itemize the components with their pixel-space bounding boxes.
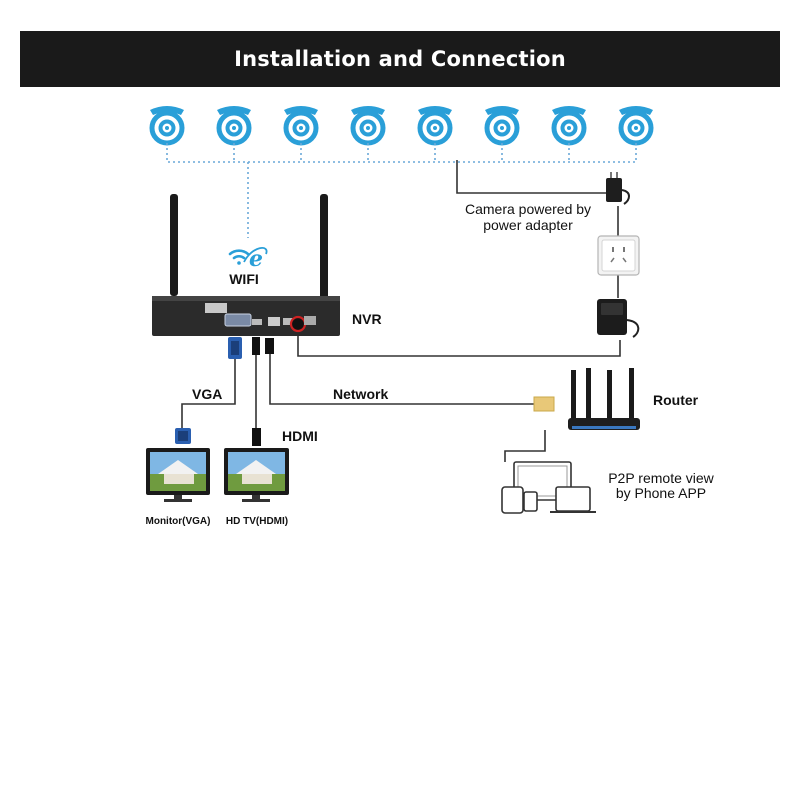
dome-camera-icon — [216, 106, 252, 162]
wall-socket-icon — [597, 235, 640, 276]
hdmi-label: HDMI — [282, 428, 318, 444]
camera-power-label-line1: Camera powered by — [465, 201, 591, 217]
power-adapter-icon — [597, 299, 640, 338]
p2p-label-line2: by Phone APP — [616, 485, 706, 501]
nvr-label: NVR — [352, 311, 382, 327]
p2p-label-line1: P2P remote view — [608, 470, 714, 486]
dome-camera-icon — [350, 106, 386, 162]
network-cable — [265, 338, 555, 412]
power-plug-icon — [606, 172, 630, 205]
vga-cable — [175, 337, 242, 444]
wifi-dotted-links — [168, 161, 638, 238]
camera-power-label-line2: power adapter — [483, 217, 573, 233]
router-device — [568, 368, 640, 430]
hdmi-cable — [252, 337, 261, 446]
camera-row — [149, 106, 654, 162]
dome-camera-icon — [417, 106, 453, 162]
dome-camera-icon — [283, 106, 319, 162]
header-title: Installation and Connection — [234, 47, 566, 71]
router-label: Router — [653, 392, 699, 408]
dome-camera-icon — [618, 106, 654, 162]
power-cables — [297, 160, 621, 357]
router-to-devices-link — [504, 430, 546, 462]
wifi-icon — [228, 249, 250, 265]
dome-camera-icon — [484, 106, 520, 162]
hd-tv-hdmi-label: HD TV(HDMI) — [226, 516, 288, 527]
monitor-vga-label: Monitor(VGA) — [146, 516, 211, 527]
wifi-label: WIFI — [229, 271, 259, 287]
dome-camera-icon — [551, 106, 587, 162]
vga-label: VGA — [192, 386, 222, 402]
network-label: Network — [333, 386, 388, 402]
nvr-device — [152, 194, 340, 336]
vga-monitor — [146, 448, 210, 502]
remote-devices-icon — [501, 461, 596, 514]
header-banner: Installation and Connection — [20, 31, 780, 87]
hdmi-tv — [224, 448, 289, 502]
dome-camera-icon — [149, 106, 185, 162]
internet-explorer-icon: e — [243, 246, 268, 272]
